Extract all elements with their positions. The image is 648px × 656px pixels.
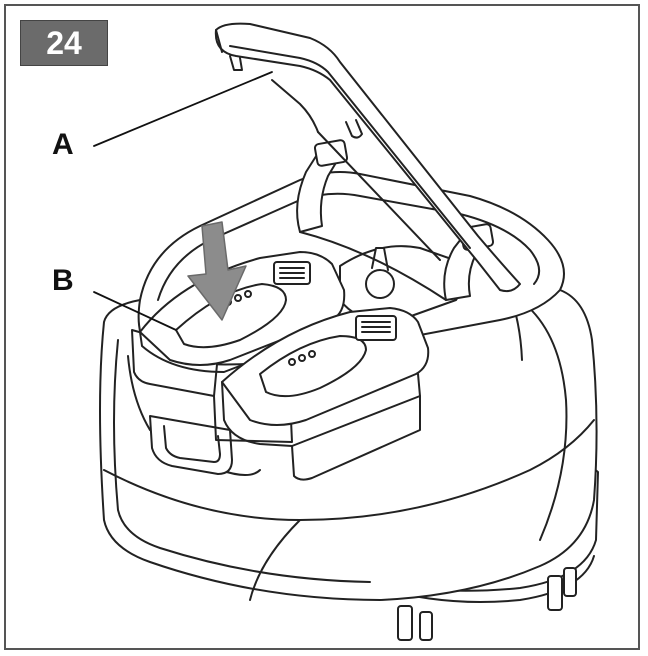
- carry-handle: [149, 415, 233, 475]
- callout-label-a: A: [52, 128, 74, 161]
- figure-frame: [4, 4, 640, 650]
- step-number-badge: 24: [20, 20, 108, 66]
- push-down-arrow: [187, 221, 247, 321]
- leader-line-b: [93, 291, 177, 331]
- leader-line-a: [93, 71, 273, 147]
- callout-label-b: B: [52, 264, 74, 297]
- lid-a: [214, 22, 521, 293]
- battery-b: [131, 251, 346, 443]
- battery-right: [221, 307, 430, 481]
